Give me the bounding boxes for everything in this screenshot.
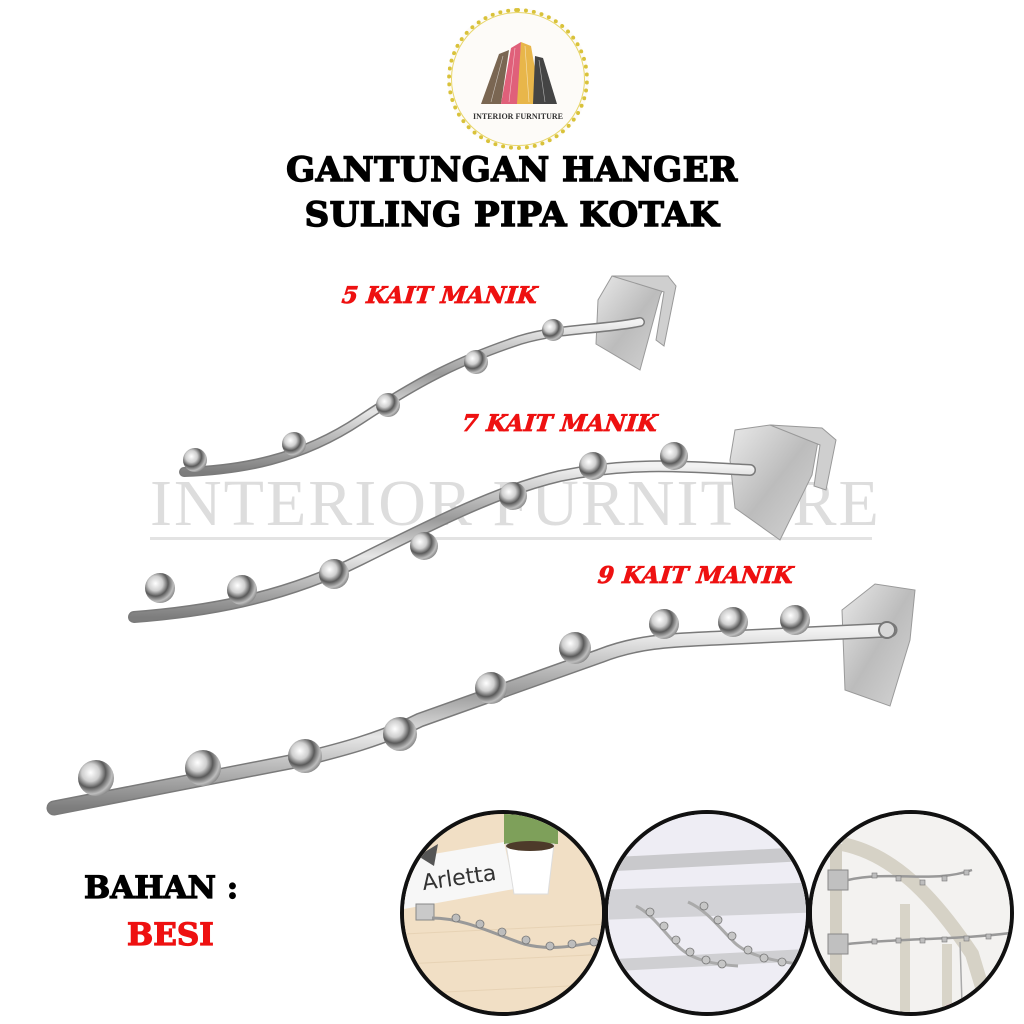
photo-rack-pole xyxy=(808,810,1014,1016)
hanger-9-hooks xyxy=(46,583,916,816)
label-5-hooks: 5 KAIT MANIK xyxy=(340,282,539,310)
photo-desk: Arletta xyxy=(400,810,606,1016)
building-columns-icon xyxy=(481,42,557,104)
hanger-7-hooks xyxy=(128,424,837,623)
rail-hanger-photo xyxy=(608,814,806,1012)
watermark-underline xyxy=(150,537,872,540)
photo-rack-rails xyxy=(604,810,810,1016)
material-label: BAHAN : xyxy=(83,869,239,906)
title-line-2: SULING PIPA KOTAK xyxy=(304,194,720,235)
title-line-1: GANTUNGAN HANGER xyxy=(285,149,738,190)
hanger-5-hooks xyxy=(179,275,677,477)
pole-hanger-photo xyxy=(812,814,1010,1012)
label-9-hooks: 9 KAIT MANIK xyxy=(596,562,795,590)
logo-text: INTERIOR FURNITURE xyxy=(472,112,563,121)
label-7-hooks: 7 KAIT MANIK xyxy=(460,410,659,438)
material-value: BESI xyxy=(126,916,214,953)
brand-logo: INTERIOR FURNITURE xyxy=(447,8,589,150)
desk-hanger-photo xyxy=(404,814,602,1012)
